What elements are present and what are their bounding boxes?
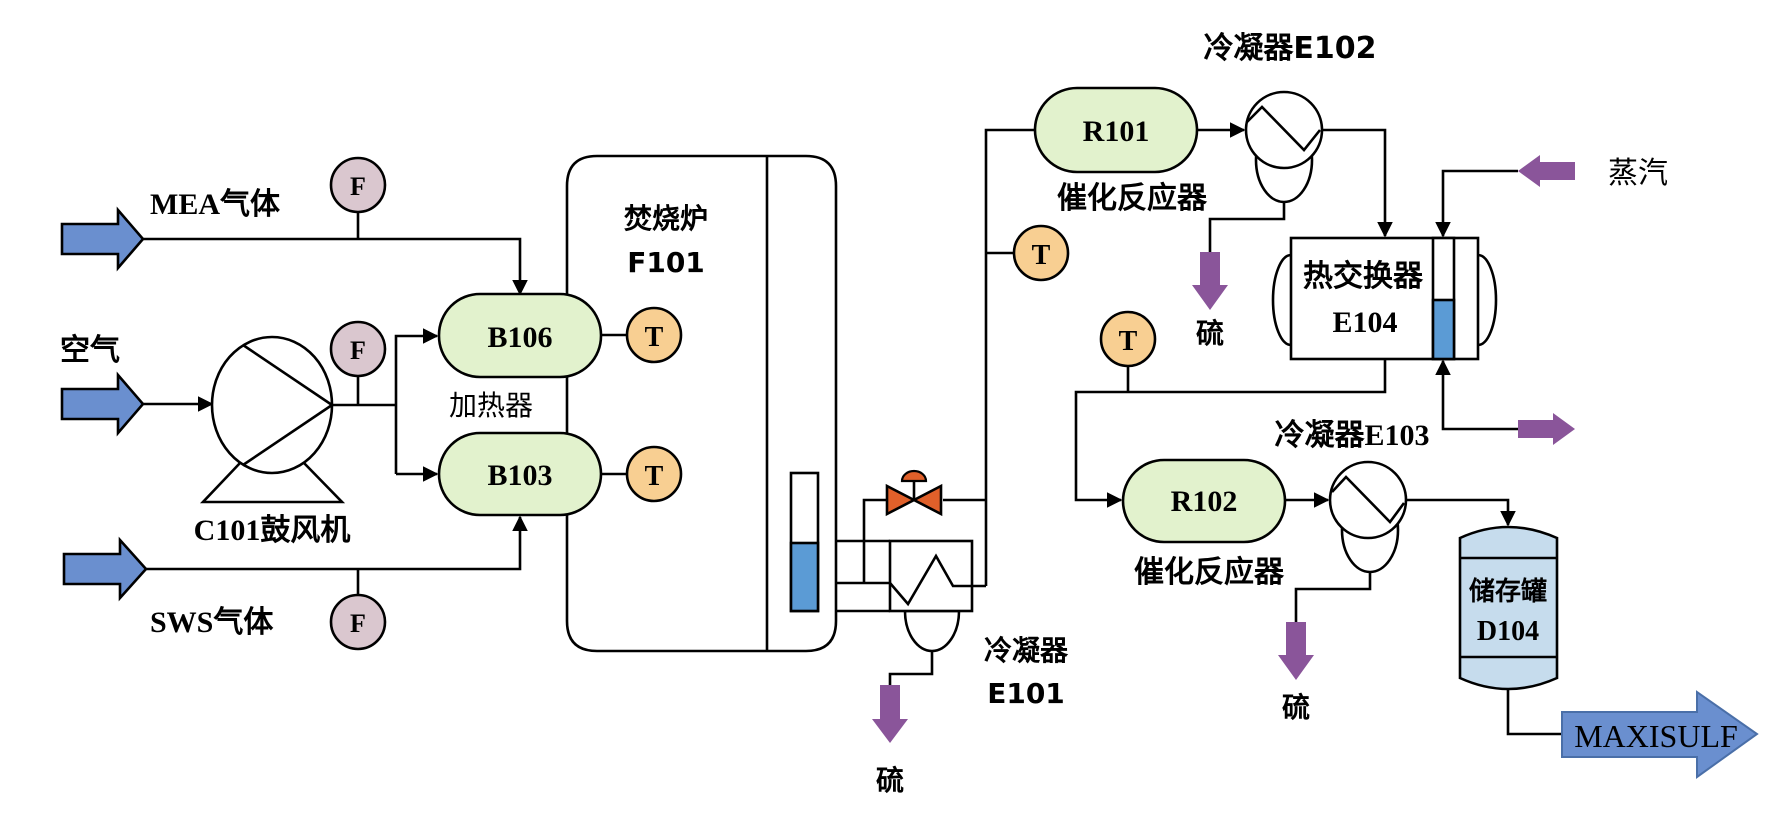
- temp-indicator-b106: T: [625, 306, 683, 364]
- furnace-name: 焚烧炉: [624, 202, 708, 235]
- valve-bypass-line: [862, 498, 890, 583]
- e102-to-e104-line: [1322, 128, 1393, 238]
- heater-b106-label: B106: [487, 321, 552, 354]
- mea-feed-label: MEA气体: [150, 188, 281, 221]
- condenser-e101-name: 冷凝器: [984, 634, 1069, 667]
- steam-label: 蒸汽: [1608, 156, 1668, 191]
- condenser-e102-label: 冷凝器E102: [1203, 31, 1376, 66]
- condenser-e103: [1328, 460, 1408, 574]
- flow-indicator-air: F: [329, 320, 387, 378]
- reactor-r101-label: R101: [1083, 115, 1150, 148]
- svg-text:F: F: [350, 336, 366, 365]
- product-arrow: [1561, 690, 1759, 779]
- steam-outlet-arrow: [1518, 413, 1575, 445]
- svg-text:T: T: [1119, 326, 1138, 357]
- sws-feed-arrow: [62, 536, 148, 602]
- heater-label: 加热器: [449, 389, 533, 422]
- condenser-e101: [888, 539, 986, 653]
- tank-outlet-line: [1506, 690, 1562, 736]
- svg-text:T: T: [645, 322, 664, 353]
- sulfur-label-2: 硫: [1196, 317, 1224, 350]
- heater-b103-label: B103: [487, 459, 552, 492]
- furnace-level-gauge: [789, 471, 820, 613]
- steam-line: [1435, 169, 1518, 238]
- svg-text:T: T: [1032, 240, 1051, 271]
- riser-line: [984, 128, 1035, 586]
- e103-to-tank-line: [1406, 498, 1516, 527]
- svg-text:T: T: [645, 461, 664, 492]
- flow-indicator-mea: F: [329, 156, 387, 214]
- sws-feed-label: SWS气体: [150, 606, 274, 639]
- condenser-e102: [1244, 90, 1324, 204]
- sws-line: [146, 515, 528, 571]
- blower-c101: [199, 335, 346, 504]
- tank-name: 储存罐: [1469, 576, 1547, 607]
- tank-tag: D104: [1477, 616, 1539, 647]
- heat-exchanger-e104: [1271, 236, 1498, 361]
- sulfur-arrow-1: [872, 685, 908, 743]
- reactor-r102-label: R102: [1171, 485, 1238, 518]
- product-label: MAXISULF: [1574, 718, 1738, 754]
- heat-exchanger-tag: E104: [1332, 306, 1397, 339]
- flow-indicator-sws: F: [329, 593, 387, 651]
- condenser-e101-tag: E101: [987, 677, 1065, 710]
- furnace-f101: [565, 154, 838, 653]
- mea-line: [143, 237, 528, 296]
- e103-drain-line: [1294, 572, 1372, 622]
- blower-label: C101鼓风机: [194, 514, 351, 547]
- air-feed-label: 空气: [60, 333, 120, 368]
- sulfur-arrow-2: [1192, 252, 1228, 310]
- steam-inlet-arrow: [1518, 155, 1575, 187]
- temp-indicator-r101-inlet: T: [1012, 224, 1070, 282]
- e101-drain-line: [888, 651, 934, 685]
- temp-indicator-r102-inlet: T: [1099, 310, 1157, 368]
- temp-indicator-b103: T: [625, 445, 683, 503]
- condenser-e103-label: 冷凝器E103: [1274, 419, 1429, 452]
- storage-tank-d104: [1458, 525, 1559, 691]
- e104-to-r102-line: [1074, 359, 1387, 508]
- svg-text:F: F: [350, 172, 366, 201]
- furnace-tag: F101: [627, 246, 705, 279]
- air-feed-arrow: [60, 371, 145, 437]
- e102-drain-line: [1208, 202, 1286, 252]
- reactor-r101-desc: 催化反应器: [1057, 181, 1208, 216]
- steam-return-line: [1435, 359, 1518, 431]
- sulfur-arrow-3: [1278, 622, 1314, 680]
- heat-exchanger-name: 热交换器: [1303, 259, 1424, 294]
- to-b106-line: [394, 328, 439, 474]
- sulfur-label-3: 硫: [1282, 691, 1310, 724]
- control-valve: [885, 469, 943, 517]
- sulfur-label-1: 硫: [876, 764, 904, 797]
- reactor-r102-desc: 催化反应器: [1134, 555, 1285, 590]
- svg-text:F: F: [350, 609, 366, 638]
- mea-feed-arrow: [60, 206, 145, 272]
